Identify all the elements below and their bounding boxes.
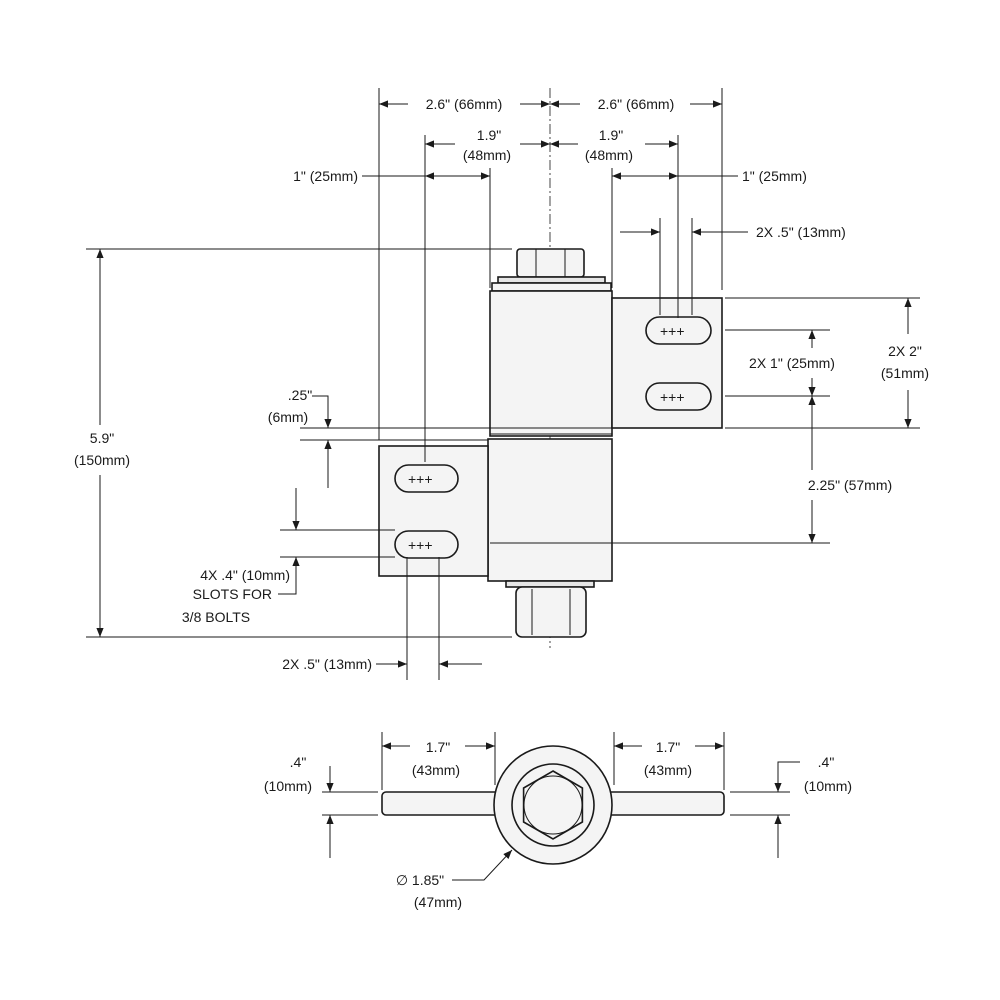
slot-icon xyxy=(394,464,459,493)
dim-overall-height-mm: (150mm) xyxy=(74,452,130,468)
dim-gap-mm: (6mm) xyxy=(268,409,308,425)
dim-lower-offset: 2.25" (57mm) xyxy=(808,477,892,493)
dim-right-leaf-1in: 1" (25mm) xyxy=(742,168,807,184)
plan-right-thick-in: .4" xyxy=(818,754,835,770)
plan-left-thick-mm: (10mm) xyxy=(264,778,312,794)
upper-knuckle xyxy=(489,290,613,437)
barrel-diameter-mm: (47mm) xyxy=(414,894,462,910)
dim-right-slot-offset-in: 1.9" xyxy=(599,127,623,143)
dim-right-slot-pitch: 2X 1" (25mm) xyxy=(749,355,835,371)
bottom-nut xyxy=(515,586,587,638)
svg-text:+++: +++ xyxy=(408,537,433,553)
plan-right-leaf-in: 1.7" xyxy=(656,739,680,755)
svg-text:+++: +++ xyxy=(408,471,433,487)
dim-left-leaf-1in: 1" (25mm) xyxy=(293,168,358,184)
plan-right-leaf-mm: (43mm) xyxy=(644,762,692,778)
plan-left-thick-in: .4" xyxy=(290,754,307,770)
dim-gap-in: .25" xyxy=(288,387,312,403)
extension-lines xyxy=(86,88,920,680)
dim-right-leaf-height-in: 2X 2" xyxy=(888,343,922,359)
slot-icon xyxy=(645,382,712,411)
dim-top-right-width: 2.6" (66mm) xyxy=(598,96,675,112)
dim-right-slot-offset-mm: (48mm) xyxy=(585,147,633,163)
dim-right-leaf-height-mm: (51mm) xyxy=(881,365,929,381)
left-leaf: +++ +++ xyxy=(378,445,489,577)
right-leaf: +++ +++ xyxy=(611,297,723,429)
dim-left-slot-width: 2X .5" (13mm) xyxy=(282,656,372,672)
front-elevation-view: +++ +++ +++ +++ xyxy=(74,88,929,680)
dim-top-left-width: 2.6" (66mm) xyxy=(426,96,503,112)
plan-left-leaf xyxy=(381,791,507,816)
lower-knuckle xyxy=(487,438,613,582)
dim-overall-height-in: 5.9" xyxy=(90,430,114,446)
barrel-diameter-in: ∅ 1.85" xyxy=(396,872,444,888)
dim-left-slot-offset-mm: (48mm) xyxy=(463,147,511,163)
top-nut xyxy=(491,248,612,292)
svg-text:+++: +++ xyxy=(660,323,685,339)
slot-note-line-3: 3/8 BOLTS xyxy=(182,609,250,625)
plan-right-leaf xyxy=(595,791,725,816)
dimension-lines xyxy=(96,100,912,668)
plan-left-leaf-mm: (43mm) xyxy=(412,762,460,778)
front-view-labels: 2.6" (66mm) 2.6" (66mm) 1.9" (48mm) 1.9"… xyxy=(74,96,929,672)
slot-note-line-1: 4X .4" (10mm) xyxy=(200,567,290,583)
hex-nut-icon xyxy=(522,770,584,840)
svg-text:+++: +++ xyxy=(660,389,685,405)
dim-left-slot-offset-in: 1.9" xyxy=(477,127,501,143)
plan-view: 1.7" (43mm) 1.7" (43mm) .4" (10mm) .4" (… xyxy=(264,732,852,910)
slot-icon xyxy=(394,530,459,559)
slot-note-line-2: SLOTS FOR xyxy=(193,586,272,602)
plan-left-leaf-in: 1.7" xyxy=(426,739,450,755)
plan-right-thick-mm: (10mm) xyxy=(804,778,852,794)
dim-right-slot-width: 2X .5" (13mm) xyxy=(756,224,846,240)
